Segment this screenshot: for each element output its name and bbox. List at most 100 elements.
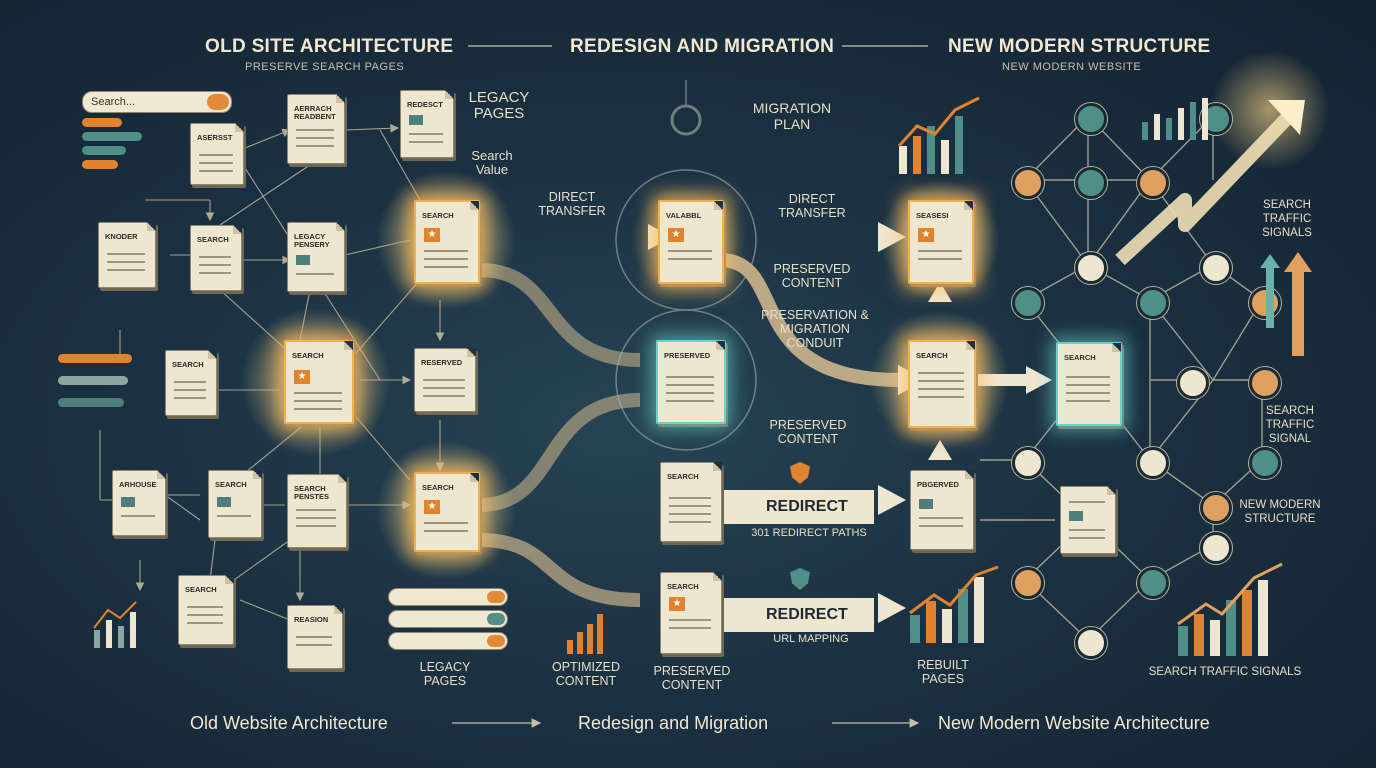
network-node <box>1075 103 1107 135</box>
network-node <box>1200 252 1232 284</box>
doc-mid-search-b[interactable]: SEARCH★ <box>660 572 722 654</box>
header-new: NEW MODERN STRUCTURE <box>948 36 1211 57</box>
doc-valabbl[interactable]: VALABBL★ <box>658 200 724 284</box>
network-node <box>1012 447 1044 479</box>
rising-arrow-head <box>1268 100 1305 135</box>
doc-title: ARHOUSE <box>119 480 157 489</box>
shield-icon <box>790 568 810 590</box>
doc-preserved[interactable]: PRESERVED <box>656 340 726 424</box>
shield-icon <box>790 462 810 484</box>
doc-arhouse[interactable]: ARHOUSE <box>112 470 166 536</box>
network-node <box>1249 287 1281 319</box>
doc-search-a[interactable]: SEARCH <box>190 225 242 291</box>
mini-search[interactable] <box>388 610 508 628</box>
label-traffic-signal-b: SEARCH TRAFFIC SIGNAL <box>1265 405 1315 445</box>
doc-title: SEARCH <box>916 351 948 360</box>
label-preservation: PRESERVATION & MIGRATION CONDUIT <box>761 308 869 350</box>
doc-title: SEARCH <box>197 235 229 244</box>
doc-title: SEARCH <box>422 211 454 220</box>
doc-title: SEARCH <box>215 480 247 489</box>
network-node <box>1012 167 1044 199</box>
doc-search-bottom[interactable]: SEARCH★ <box>414 472 480 552</box>
doc-knoder[interactable]: KNODER <box>98 222 156 288</box>
migration-rings <box>615 80 757 451</box>
doc-search-star[interactable]: SEARCH★ <box>284 340 354 424</box>
doc-search-center[interactable]: SEARCH <box>1056 342 1122 426</box>
label-direct-transfer-b: DIRECT TRANSFER <box>778 192 846 220</box>
doc-reserved[interactable]: RESERVED <box>414 348 476 412</box>
network-node <box>1249 367 1281 399</box>
trend-chart-icon <box>93 601 137 648</box>
up-arrows-icon <box>1260 252 1312 356</box>
label-legacy-bottom: LEGACY PAGES <box>419 660 471 688</box>
doc-asersst[interactable]: ASERSST <box>190 123 244 185</box>
doc-search-penstes[interactable]: SEARCH PENSTES <box>287 474 347 548</box>
doc-title: SEARCH <box>1064 353 1096 362</box>
doc-reasion[interactable]: REASION <box>287 605 343 669</box>
header-old: OLD SITE ARCHITECTURE <box>205 36 454 57</box>
label-url-mapping: URL MAPPING <box>773 633 849 645</box>
doc-mid-search-a[interactable]: SEARCH <box>660 462 722 542</box>
footer-new: New Modern Website Architecture <box>938 713 1210 733</box>
network-node <box>1137 567 1169 599</box>
network-node <box>1012 287 1044 319</box>
doc-search-c[interactable]: SEARCH <box>208 470 262 538</box>
search-icon[interactable] <box>487 613 505 625</box>
redirect-banner-a: REDIRECT <box>724 490 874 524</box>
network-node <box>1137 167 1169 199</box>
legend-bar <box>82 146 126 155</box>
doc-title: SEASESI <box>916 211 949 220</box>
label-search-value: Search Value <box>471 148 513 177</box>
doc-aerrach[interactable]: AERRACH READBENT <box>287 94 345 164</box>
mini-search[interactable] <box>388 632 508 650</box>
doc-title: SEARCH <box>292 351 324 360</box>
doc-search-top[interactable]: SEARCH★ <box>414 200 480 284</box>
doc-title: SEARCH <box>172 360 204 369</box>
label-rebuilt: REBUILT PAGES <box>917 658 969 686</box>
doc-title: REDESCT <box>407 100 443 109</box>
label-traffic-signals-a: SEARCH TRAFFIC SIGNALS <box>1262 199 1312 239</box>
doc-title: KNODER <box>105 232 138 241</box>
doc-right-plain[interactable] <box>1060 486 1116 554</box>
search-input[interactable]: Search... <box>82 91 232 113</box>
network-node <box>1075 627 1107 659</box>
doc-pbgerved[interactable]: PBGERVED <box>910 470 974 550</box>
doc-title: VALABBL <box>666 211 702 220</box>
legend-bar <box>82 160 118 169</box>
doc-right-search[interactable]: SEARCH <box>908 340 976 428</box>
label-optimized: OPTIMIZED CONTENT <box>551 660 621 688</box>
doc-search-d[interactable]: SEARCH <box>178 575 234 645</box>
label-new-modern-structure: NEW MODERN STRUCTURE <box>1239 499 1321 525</box>
doc-redesct[interactable]: REDESCT <box>400 90 454 158</box>
rising-arrow <box>1115 110 1296 266</box>
label-direct-transfer-a: DIRECT TRANSFER <box>538 190 606 218</box>
network-node <box>1177 367 1209 399</box>
doc-legacy-pensery[interactable]: LEGACY PENSERY <box>287 222 345 292</box>
doc-search-b[interactable]: SEARCH <box>165 350 217 416</box>
search-placeholder: Search... <box>91 96 136 108</box>
doc-title: SEARCH PENSTES <box>294 484 330 501</box>
doc-title: SEARCH <box>422 483 454 492</box>
search-icon[interactable] <box>487 591 505 603</box>
legend-bar <box>58 398 124 407</box>
search-icon[interactable] <box>207 94 229 110</box>
label-migration-plan: MIGRATION PLAN <box>752 100 832 132</box>
mini-search[interactable] <box>388 588 508 606</box>
network-node <box>1200 532 1232 564</box>
doc-title: PRESERVED <box>664 351 711 360</box>
doc-title: ASERSST <box>197 133 233 142</box>
label-preserved-content-c: PRESERVED CONTENT <box>653 664 731 692</box>
flow-arrowheads <box>648 222 1052 623</box>
doc-seasesi[interactable]: SEASESI★ <box>908 200 974 284</box>
trend-chart-icon <box>909 565 999 643</box>
label-redirect-paths: 301 REDIRECT PATHS <box>751 527 867 539</box>
doc-title: AERRACH READBENT <box>294 104 336 121</box>
trend-chart-icon <box>1177 562 1283 656</box>
footer-old: Old Website Architecture <box>190 713 388 733</box>
doc-title: PBGERVED <box>917 480 959 489</box>
search-icon[interactable] <box>487 635 505 647</box>
network-node <box>1075 167 1107 199</box>
label-legacy-top: LEGACY PAGES <box>468 89 530 122</box>
doc-title: LEGACY PENSERY <box>294 232 330 249</box>
